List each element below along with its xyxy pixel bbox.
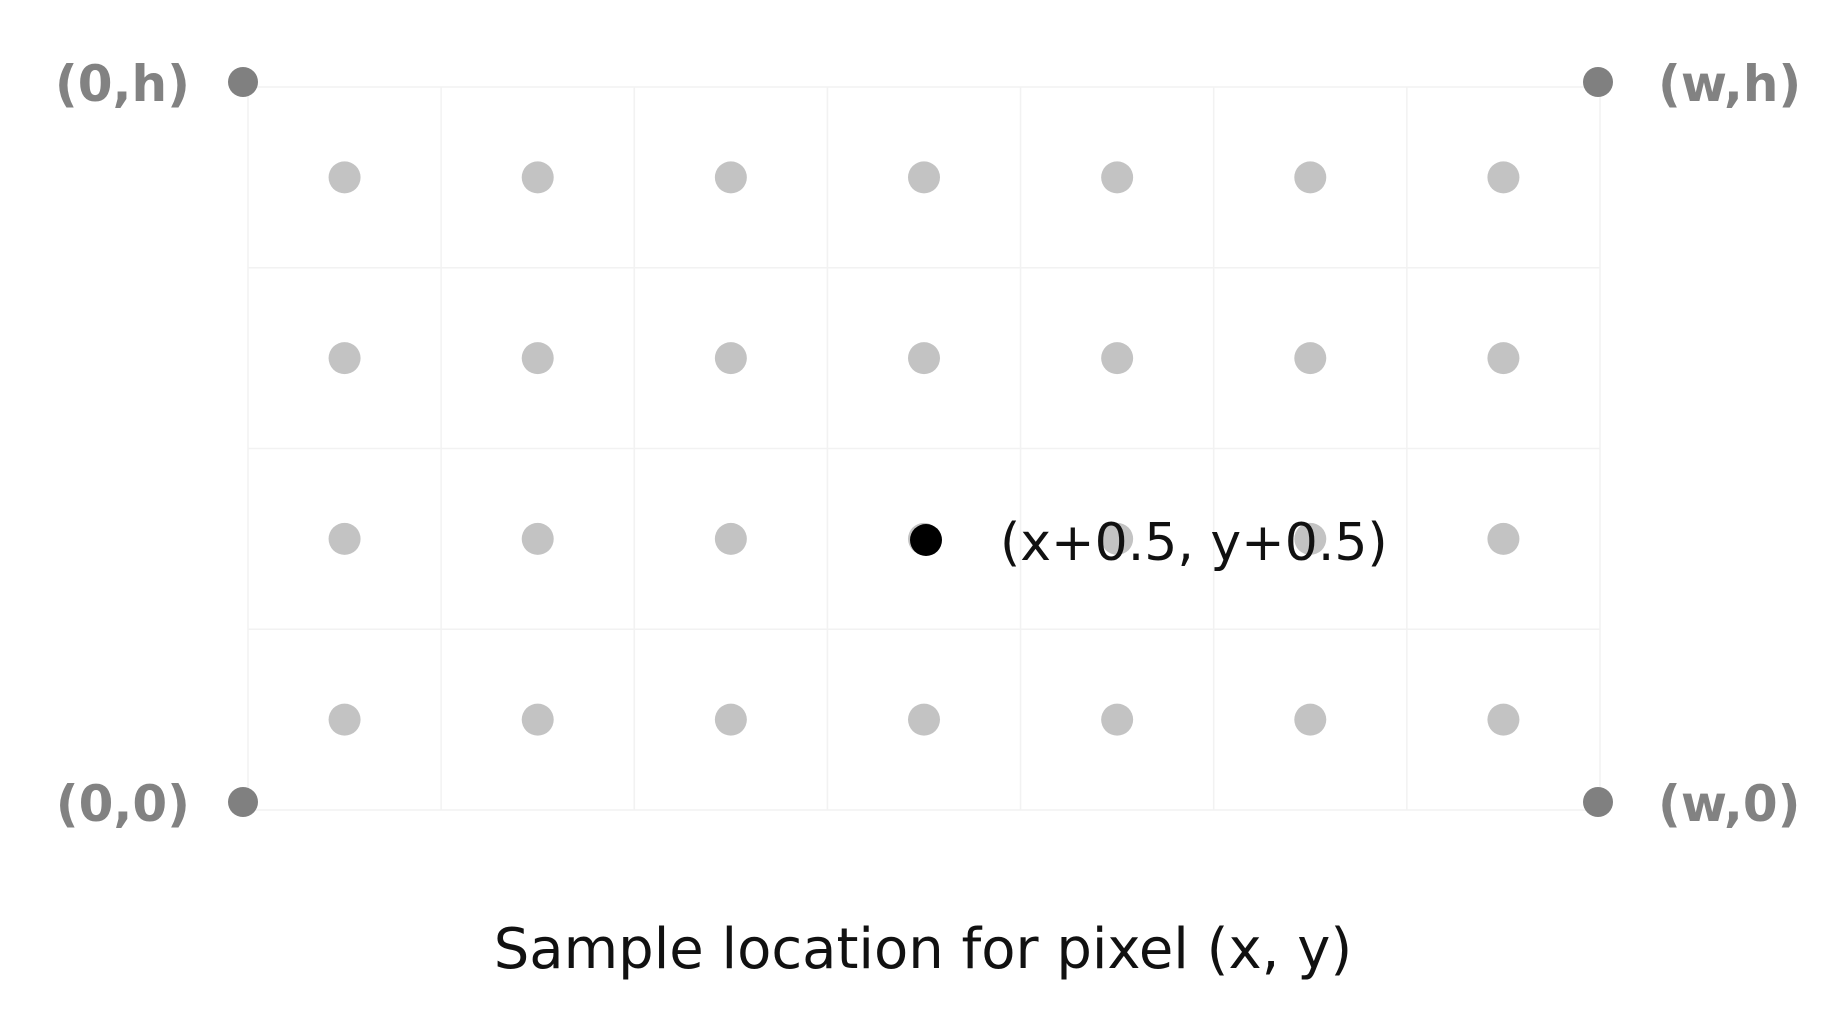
sample-dot <box>521 522 554 555</box>
sample-dot <box>714 342 747 375</box>
corner-dot-top-right <box>1583 67 1613 97</box>
corner-label-bottom-right: (w,0) <box>1658 775 1800 833</box>
highlight-sample-label: (x+0.5, y+0.5) <box>1000 513 1388 573</box>
sample-dot <box>328 522 361 555</box>
corner-label-bottom-left: (0,0) <box>56 775 190 833</box>
sample-dot <box>908 703 940 736</box>
corner-dot-bottom-left <box>228 787 258 817</box>
sample-dot <box>1101 161 1134 194</box>
sample-dot <box>908 342 940 375</box>
caption: Sample location for pixel (x, y) <box>494 917 1352 982</box>
sample-dot <box>714 522 747 555</box>
sample-dot <box>328 342 361 375</box>
sample-dot <box>1294 161 1327 194</box>
corner-dot-top-left <box>228 67 258 97</box>
sample-dot <box>1294 342 1327 375</box>
sample-dot <box>714 161 747 194</box>
sample-dot <box>521 703 554 736</box>
sample-dot <box>1487 342 1520 375</box>
sample-dot <box>521 161 554 194</box>
corner-label-top-left: (0,h) <box>55 55 190 113</box>
sample-dot <box>1101 342 1134 375</box>
sample-dot <box>1487 703 1520 736</box>
grid-lines <box>247 86 1601 811</box>
sample-dot <box>1487 161 1520 194</box>
sample-dot <box>328 703 361 736</box>
sample-dot <box>1101 703 1134 736</box>
highlight-sample-dot <box>910 524 942 556</box>
corner-dot-bottom-right <box>1583 787 1613 817</box>
sample-dot <box>521 342 554 375</box>
sample-dot <box>1101 522 1134 555</box>
sample-dot <box>908 161 940 194</box>
sample-dot <box>328 161 361 194</box>
sample-dots <box>328 161 1520 736</box>
sample-dot <box>1294 522 1327 555</box>
sample-dot <box>1487 522 1520 555</box>
sample-dot <box>1294 703 1327 736</box>
sample-dot <box>714 703 747 736</box>
corner-label-top-right: (w,h) <box>1658 55 1801 113</box>
